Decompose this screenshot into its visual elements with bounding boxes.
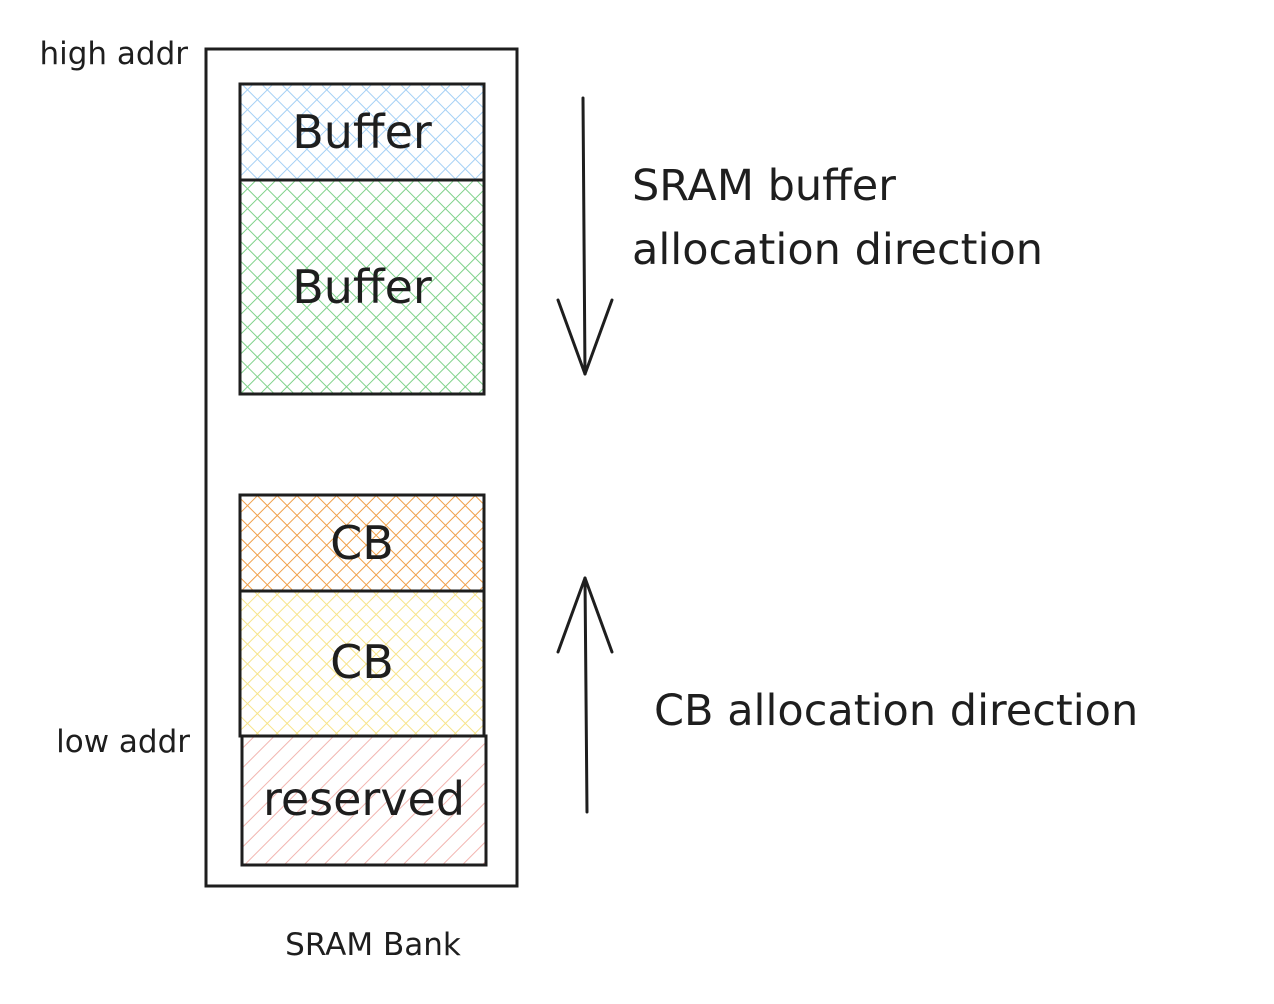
cb-block-lower-label: CB bbox=[330, 635, 394, 689]
arrow-up-icon bbox=[556, 576, 614, 814]
sram-bank-label: SRAM Bank bbox=[285, 927, 461, 963]
cb-block-lower-rect bbox=[238, 589, 486, 738]
cb-block-lower: CB bbox=[238, 589, 486, 738]
arrow-down-shaft bbox=[581, 96, 587, 376]
buffer-block-large: Buffer bbox=[238, 178, 486, 396]
buffer-direction-label-line1: SRAM buffer bbox=[632, 161, 896, 211]
cb-block-upper-label: CB bbox=[330, 516, 394, 570]
arrow-up-head bbox=[556, 576, 614, 654]
buffer-block-large-label: Buffer bbox=[292, 260, 432, 314]
reserved-block: reserved bbox=[240, 734, 488, 867]
buffer-direction-label-line2: allocation direction bbox=[632, 225, 1043, 275]
arrow-down-icon bbox=[556, 96, 614, 376]
cb-block-upper-rect bbox=[238, 493, 486, 593]
reserved-block-label: reserved bbox=[263, 772, 465, 826]
arrow-up-shaft bbox=[583, 576, 589, 814]
buffer-block-top-label: Buffer bbox=[292, 105, 432, 159]
sram-bank-outline bbox=[204, 47, 519, 888]
cb-block-upper: CB bbox=[238, 493, 486, 593]
buffer-block-large-rect bbox=[238, 178, 486, 396]
arrow-down-head bbox=[556, 298, 614, 376]
low-addr-label: low addr bbox=[56, 724, 190, 760]
high-addr-label: high addr bbox=[39, 36, 188, 72]
reserved-block-rect bbox=[240, 734, 488, 867]
cb-direction-label: CB allocation direction bbox=[654, 686, 1138, 736]
buffer-block-top: Buffer bbox=[238, 82, 486, 182]
